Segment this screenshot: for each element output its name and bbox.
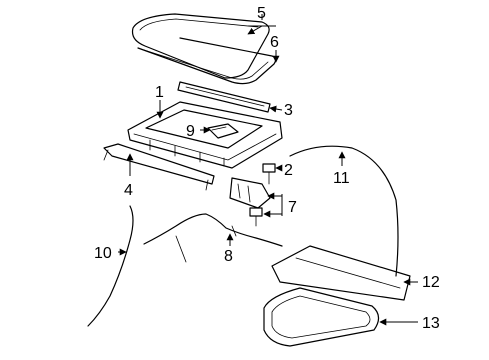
callout-labels: 1 2 3 4 5 6 7 8 9 10 11 12 13	[94, 5, 440, 332]
wiring-harness-part	[143, 213, 283, 263]
leader-lines	[118, 14, 418, 326]
sunshade-part	[271, 245, 411, 301]
callout-2: 2	[284, 162, 293, 179]
trim-ring-part	[263, 287, 380, 347]
glass-panel-part	[131, 13, 270, 79]
callout-7: 7	[288, 199, 297, 216]
screw-part	[262, 163, 276, 185]
module-part	[207, 123, 239, 139]
callout-9: 9	[186, 123, 195, 140]
motor-part	[229, 177, 271, 209]
callout-4: 4	[124, 182, 133, 199]
sunroof-frame-part	[127, 101, 283, 169]
callout-8: 8	[224, 248, 233, 265]
callout-5: 5	[257, 5, 266, 22]
callout-6: 6	[270, 34, 279, 51]
rear-rail-part	[103, 143, 215, 191]
glass-seal-part	[137, 37, 277, 85]
deflector-part	[177, 81, 271, 113]
callout-13: 13	[422, 315, 440, 332]
drain-hose-right-part	[289, 145, 399, 277]
drain-hose-left-part	[87, 205, 134, 327]
callout-1: 1	[155, 84, 164, 101]
fastener-part	[249, 207, 263, 227]
callout-3: 3	[284, 102, 293, 119]
callout-12: 12	[422, 274, 440, 291]
callout-11: 11	[333, 170, 350, 187]
callout-10: 10	[94, 245, 112, 262]
